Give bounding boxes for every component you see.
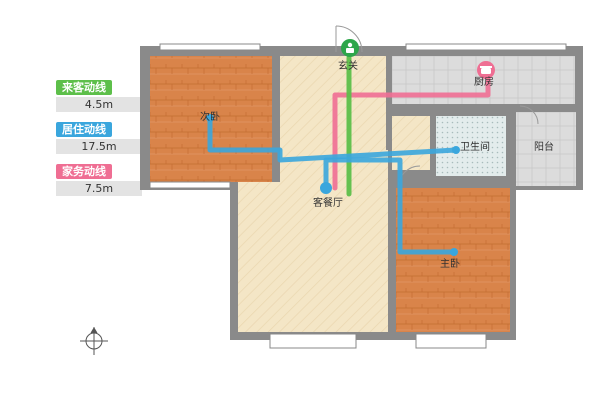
legend-living-value: 17.5m <box>56 139 142 154</box>
legend-chore-value: 7.5m <box>56 181 142 196</box>
legend-living-label: 居住动线 <box>56 122 112 137</box>
legend-item-living: 居住动线 17.5m <box>56 122 142 154</box>
legend-guest-value: 4.5m <box>56 97 142 112</box>
living-route-start-icon <box>320 182 332 194</box>
entrance-label: 玄关 <box>338 61 358 72</box>
living-dining-floor <box>238 182 388 332</box>
master-bedroom-floor <box>396 188 510 332</box>
living-dining-label: 客餐厅 <box>313 198 343 209</box>
bathroom-floor <box>436 116 506 176</box>
kitchen-pot-icon <box>477 61 495 79</box>
windows <box>149 43 567 349</box>
entrance-marker-icon <box>341 39 359 57</box>
route-legend: 来客动线 4.5m 居住动线 17.5m 家务动线 7.5m <box>56 80 142 206</box>
legend-guest-label: 来客动线 <box>56 80 112 95</box>
legend-chore-label: 家务动线 <box>56 164 112 179</box>
balcony-floor <box>516 112 576 186</box>
balcony-label: 阳台 <box>534 142 554 153</box>
chore-route <box>332 75 491 191</box>
routes <box>207 55 491 255</box>
second-bedroom-label: 次卧 <box>200 112 220 123</box>
master-bedroom-label: 主卧 <box>440 259 460 270</box>
living-route <box>207 115 459 163</box>
kitchen-label: 厨房 <box>474 77 494 88</box>
compass-icon <box>80 327 108 355</box>
legend-item-guest: 来客动线 4.5m <box>56 80 142 112</box>
legend-item-chore: 家务动线 7.5m <box>56 164 142 196</box>
bathroom-label: 卫生间 <box>460 142 490 153</box>
